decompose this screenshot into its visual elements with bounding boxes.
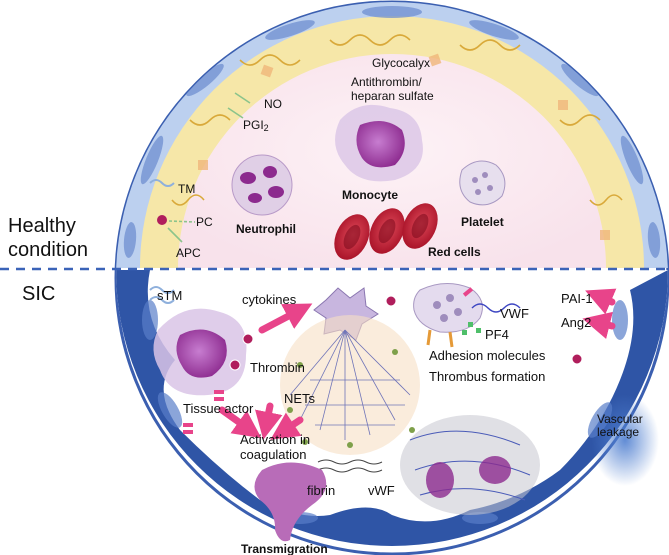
thrombus-clot [400,415,540,515]
antithrombin-complexes [198,53,610,240]
pc-label: PC [196,215,213,229]
pai1-label: PAI-1 [561,291,593,306]
tissue-factor-label: Tissue actor [183,401,254,416]
vwf-label: VWF [500,306,529,321]
net-halo [280,315,420,455]
neutrophil-cell [231,154,293,216]
adhesion-label: Adhesion molecules [429,348,546,363]
platelet-healthy [459,160,506,206]
transmigrating-neutrophil [254,462,327,542]
pc-arrow [168,220,196,223]
cytokine-arrow [258,303,313,334]
nets-arrow [270,412,304,440]
thrombin-label: Thrombin [250,360,305,375]
net-mesh [289,329,411,440]
sic-label: SIC [22,283,55,305]
clot-cells [426,456,511,498]
net-platelets [287,349,415,448]
neutrophil-label: Neutrophil [236,222,296,236]
monocyte-nucleus-sic [176,329,227,378]
cytokines-label: cytokines [242,292,297,307]
red-cells-label: Red cells [428,245,481,259]
no-arrow [234,92,251,104]
platelet-granules [472,172,493,195]
glycocalyx-fibers [171,34,623,206]
thrombin-dots [229,295,583,371]
healthy-endothelial-cells [123,6,661,258]
platelet-label: Platelet [461,215,504,229]
no-label: NO [264,97,282,111]
tf-arrow [218,406,262,439]
adhesion-anchors [426,329,454,348]
vwf-strand [471,303,521,313]
pf4-label: PF4 [485,327,509,342]
pink-arrows [218,288,617,440]
neutrophil-nucleus [240,166,284,203]
transmigration-label: Transmigration [241,542,328,555]
clot-vwf-label: vWF [368,483,395,498]
fibrin-label: fibrin [307,483,335,498]
apc-label: APC [176,246,201,260]
glycocalyx-label: Glycocalyx [372,56,430,70]
stm-label: sTM [157,288,182,303]
thrombus-label: Thrombus formation [429,369,545,384]
tm-label: TM [178,182,195,196]
monocyte-nucleus-healthy [356,121,405,168]
ang2-label: Ang2 [561,315,591,330]
thrombin-arrow [255,402,283,440]
pf4-dots [462,322,481,335]
nets-label: NETs [284,391,316,406]
monocyte-label: Monocyte [342,188,398,202]
pai1-arrow [585,288,617,315]
fibrin-lines [317,459,383,473]
tissue-factor-marks [183,390,224,434]
red-cells [334,203,438,260]
ang2-arrow [582,311,616,339]
stm-molecule [149,286,175,294]
pc-dot [157,215,167,225]
apc-arrow [167,227,183,243]
pgi2-label: PGI2 [243,118,269,133]
antithrombin-label: Antithrombin/heparan sulfate [351,75,434,103]
vascular-leakage-blob [591,394,659,486]
pgi2-arrow [227,107,244,119]
tm-molecule [149,179,175,187]
